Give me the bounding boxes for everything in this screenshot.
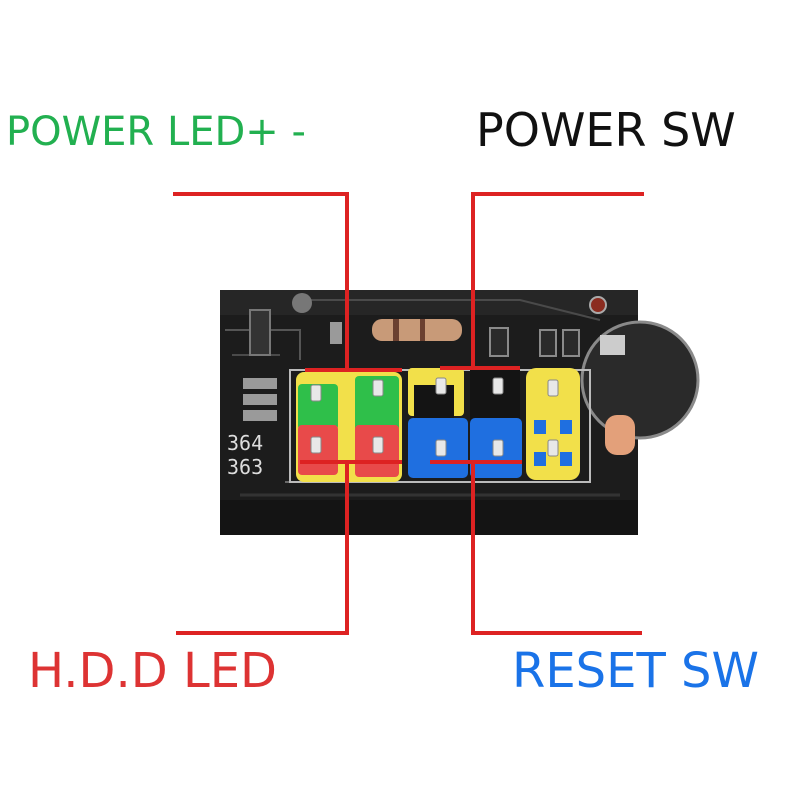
hdd-led-leader — [176, 460, 402, 635]
power-sw-leader — [440, 192, 644, 370]
unused-pins — [526, 368, 580, 480]
hdd-led-label: H.D.D LED — [28, 643, 277, 699]
reset-sw-pins — [408, 418, 522, 478]
power-sw-label: POWER SW — [476, 103, 736, 157]
board-code-top: 364 — [227, 431, 263, 455]
header-pins — [310, 377, 559, 457]
reset-sw-label: RESET SW — [512, 643, 759, 699]
power-led-leader — [173, 192, 402, 372]
leader-lines — [173, 192, 644, 635]
board-code-bottom: 363 — [227, 455, 263, 479]
power-led-label: POWER LED+ - — [6, 109, 306, 155]
reset-sw-leader — [430, 460, 642, 635]
